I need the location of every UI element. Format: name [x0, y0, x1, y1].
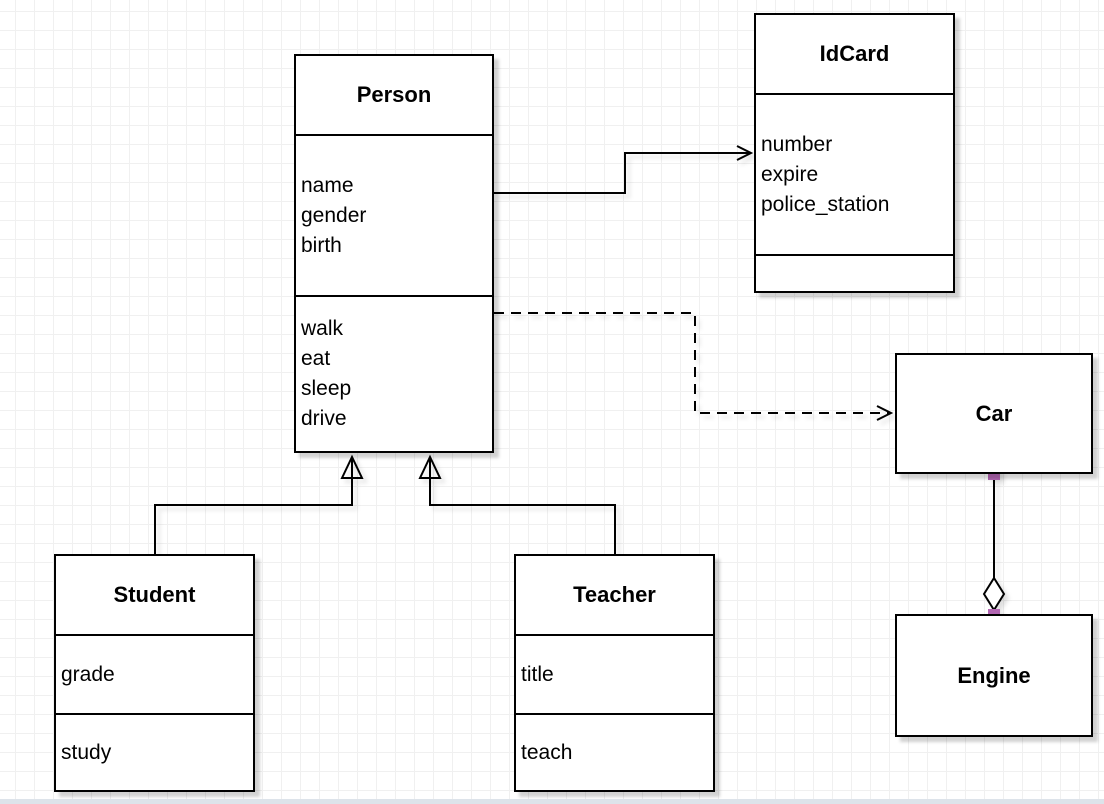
class-title: Car [975, 400, 1013, 426]
methods-compartment: teach [516, 713, 713, 790]
attributes-compartment: name gender birth [296, 134, 492, 295]
edge-dependency-person-car[interactable] [494, 312, 894, 421]
class-engine[interactable]: Engine [895, 614, 1093, 737]
class-title: Engine [957, 662, 1031, 688]
attribute-row: number [761, 132, 833, 156]
method-row: eat [301, 347, 331, 370]
edge-generalization-student-person[interactable] [154, 454, 364, 554]
attribute-row: police_station [761, 192, 890, 216]
method-row: study [61, 740, 112, 764]
methods-compartment: study [56, 713, 253, 790]
method-row: sleep [301, 377, 352, 400]
method-row: walk [301, 317, 344, 340]
attributes-compartment: grade [56, 634, 253, 713]
horizontal-scrollbar-track[interactable] [0, 799, 1104, 804]
class-person[interactable]: Person name gender birth walk eat sleep … [294, 54, 494, 453]
method-row: teach [521, 740, 573, 764]
methods-compartment: walk eat sleep drive [296, 295, 492, 451]
attribute-row: birth [301, 233, 342, 257]
class-title: Teacher [573, 582, 656, 607]
edge-generalization-teacher-person[interactable] [418, 454, 616, 554]
class-student[interactable]: Student grade study [54, 554, 255, 792]
class-teacher[interactable]: Teacher title teach [514, 554, 715, 792]
attribute-row: gender [301, 203, 367, 227]
class-title: Person [356, 82, 432, 107]
attribute-row: name [301, 173, 354, 197]
aggregation-diamond-icon[interactable] [982, 576, 1006, 612]
class-car[interactable]: Car [895, 353, 1093, 474]
attributes-compartment: number expire police_station [756, 93, 953, 254]
method-row: drive [301, 407, 347, 430]
attribute-row: expire [761, 162, 819, 186]
edge-association-person-idcard[interactable] [494, 145, 754, 194]
attributes-compartment: title [516, 634, 713, 713]
class-title: IdCard [819, 41, 890, 66]
methods-compartment [756, 254, 953, 291]
class-idcard[interactable]: IdCard number expire police_station [754, 13, 955, 293]
class-title: Student [113, 582, 196, 607]
attribute-row: title [521, 662, 554, 686]
attribute-row: grade [61, 662, 115, 686]
